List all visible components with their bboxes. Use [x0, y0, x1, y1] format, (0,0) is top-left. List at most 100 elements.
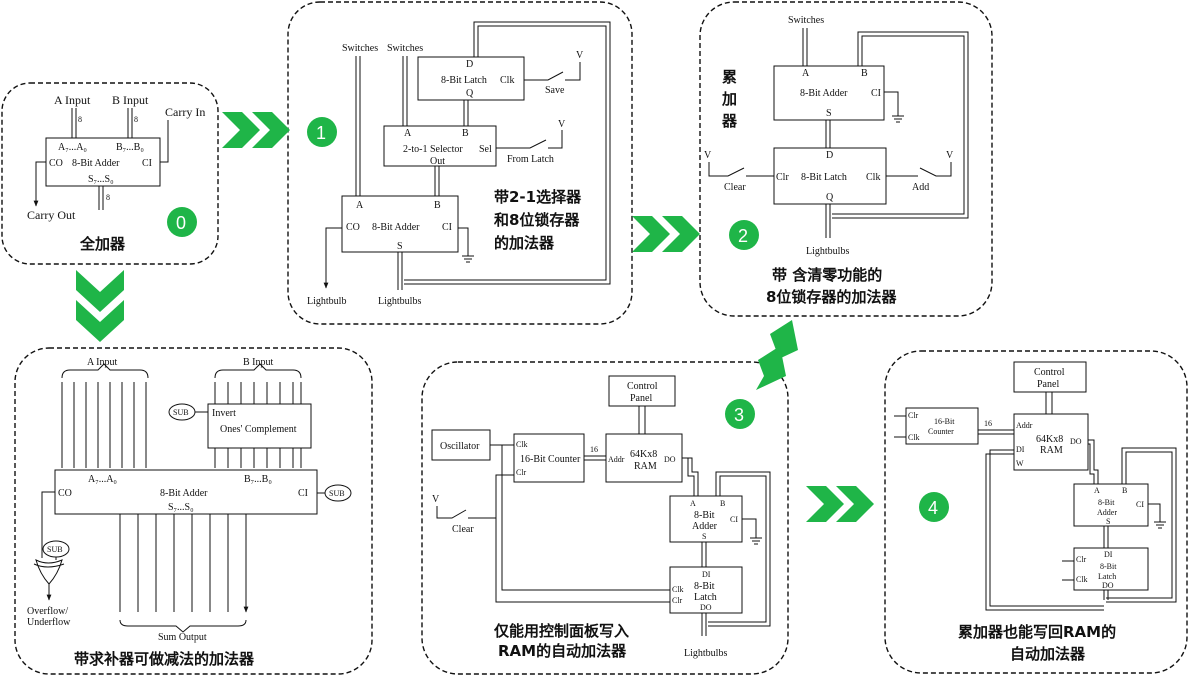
co-wire [41, 491, 55, 558]
feedback-bus [708, 471, 771, 627]
control-panel-box [1013, 361, 1087, 393]
add-label: Add [912, 182, 929, 193]
latch-label: 8-Bit Latch [441, 75, 487, 86]
latch-q: Q [466, 88, 474, 99]
save-label: Save [545, 85, 565, 96]
title-char-1: 累 [722, 68, 737, 86]
marker-2-number: 2 [738, 226, 748, 246]
latch-q: Q [826, 192, 834, 203]
counter-clk: Clk [516, 440, 528, 449]
clear-label: Clear [724, 182, 746, 193]
co-wire [323, 227, 342, 289]
panel-2-caption-line1: 带 含清零功能的 [772, 266, 882, 284]
ci-label: CI [298, 488, 308, 499]
latch-d: D [466, 59, 473, 70]
latch-box [1073, 547, 1149, 591]
arrow-0-down [76, 270, 124, 342]
a-input-label: A Input [54, 93, 91, 107]
marker-4-number: 4 [928, 498, 938, 518]
adder-ci: CI [730, 515, 738, 524]
panel-3-frame [421, 361, 789, 675]
adder-label: 8-Bit Adder [372, 222, 420, 233]
adder-label-2: Adder [692, 521, 718, 532]
selector-b: B [462, 128, 469, 139]
arrow-2-to-3 [756, 320, 798, 390]
arrow-1-to-2 [632, 216, 700, 252]
panel-0-full-adder: A Input B Input Carry In 8 8 A₇...A₀ B₇.… [1, 82, 219, 265]
ram-do: DO [1070, 437, 1082, 446]
panel-2-caption-line2: 8位锁存器的加法器 [766, 288, 897, 306]
latch-q-bus [463, 100, 469, 126]
addr-bus-width: 16 [984, 419, 992, 428]
switches-a-label: Switches [342, 43, 378, 54]
panel-4-caption-line2: 自动加法器 [1010, 645, 1086, 663]
adder-s: S [702, 532, 706, 541]
adder-label-1: 8-Bit [1098, 498, 1115, 507]
underflow-label: Underflow [27, 617, 71, 628]
adder-a: A [690, 499, 696, 508]
panel-label: Panel [1037, 379, 1059, 390]
title-char-2: 加 [721, 90, 737, 108]
save-switch [524, 71, 564, 81]
s-bits-label: S₇...S₀ [88, 174, 114, 185]
adder-ci: CI [871, 88, 881, 99]
marker-1-number: 1 [316, 123, 326, 143]
clear-v: V [704, 150, 712, 161]
latch-box [417, 56, 525, 101]
feedback-bus [832, 31, 969, 219]
clk-to-latch [501, 445, 670, 591]
adder-b: B [1122, 486, 1127, 495]
xor-gate [33, 559, 65, 585]
sum-bus [397, 252, 403, 290]
latch-clk: Clk [1076, 575, 1088, 584]
adder-a: A [802, 68, 810, 79]
control-panel-link [1045, 392, 1053, 414]
a-bits-label: A₇...A₀ [58, 142, 87, 153]
panel-2-frame [699, 1, 993, 317]
ram-w: W [1016, 459, 1024, 468]
latch-clk: Clk [672, 585, 684, 594]
sum-output-label: Sum Output [158, 632, 207, 643]
adder-b: B [861, 68, 868, 79]
ram-box [1013, 413, 1089, 471]
counter-box [513, 433, 585, 483]
panel-0-caption: 全加器 [79, 235, 126, 253]
adder-label: 8-Bit Adder [800, 88, 848, 99]
ci-ground [884, 91, 904, 123]
oscillator-label: Oscillator [440, 441, 480, 452]
a-bits-label: A₇...A₀ [88, 474, 117, 485]
panel-4-frame [884, 350, 1188, 674]
counter-clk: Clk [908, 433, 920, 442]
from-latch-v-wire [548, 130, 563, 149]
adder-ci: CI [442, 222, 452, 233]
marker-3-badge [725, 399, 755, 429]
panel-subtractor: A Input B Input SUB Invert Ones' Complem… [14, 347, 373, 675]
latch-di: DI [702, 570, 711, 579]
s-bits-label: S₇...S₀ [168, 502, 194, 513]
b-bits-label: B₇...B₀ [244, 474, 272, 485]
addr-bus [584, 455, 606, 461]
sum-bus-width: 8 [106, 193, 110, 202]
panel-sub-frame [14, 347, 373, 675]
marker-4-badge [919, 492, 949, 522]
ci-ground [742, 518, 762, 545]
adder-label-2: Adder [1097, 508, 1117, 517]
adder-a: A [1094, 486, 1100, 495]
ram-addr: Addr [1016, 421, 1033, 430]
latch-di: DI [1104, 550, 1113, 559]
control-panel-box [608, 375, 676, 407]
ram-label: RAM [1040, 445, 1063, 456]
b-input-lines [214, 382, 302, 468]
adder-label-1: 8-Bit [694, 510, 715, 521]
panel-3-auto-adder: 3 Control Panel Oscillator Clk 16-Bit Co… [421, 361, 789, 675]
switches-b-label: Switches [387, 43, 423, 54]
ci-label: CI [142, 158, 152, 169]
latch-d: D [826, 150, 833, 161]
adder-a: A [356, 200, 364, 211]
carry-out-wire [33, 161, 46, 207]
adder-s-bus [1103, 526, 1109, 548]
b-input-brace [214, 363, 302, 379]
control-panel-link [638, 406, 646, 434]
control-label: Control [627, 381, 658, 392]
